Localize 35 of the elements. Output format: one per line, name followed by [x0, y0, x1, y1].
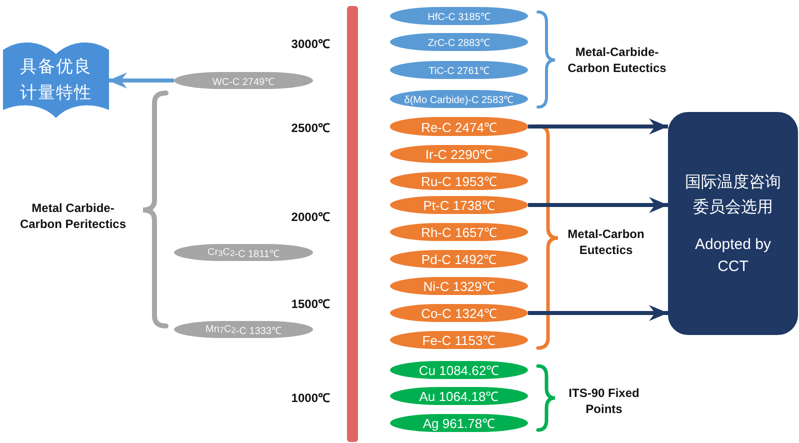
group-label: Metal-Carbon Eutectics — [566, 226, 646, 258]
group-label: Metal-Carbide-Carbon Eutectics — [566, 44, 668, 76]
temperature-pill: Au 1064.18℃ — [390, 387, 528, 405]
temperature-pill: Cu 1084.62℃ — [390, 361, 528, 379]
rounded-panel — [668, 112, 798, 335]
arrow — [108, 72, 174, 88]
arrow — [528, 118, 668, 134]
scale-label: 1500℃ — [291, 296, 330, 312]
group-label: Metal Carbide-Carbon Peritectics — [18, 200, 128, 232]
scale-label: 2000℃ — [291, 209, 330, 225]
temperature-pill: Pt-C 1738℃ — [390, 196, 528, 214]
temperature-pill: Co-C 1324℃ — [390, 304, 528, 322]
book-label: 具备优良计量特性 — [20, 56, 92, 104]
arrow — [528, 305, 668, 321]
temperature-pill: Ru-C 1953℃ — [390, 172, 528, 190]
arrow — [528, 197, 668, 213]
open-book-shape — [3, 42, 109, 118]
scale-label: 2500℃ — [291, 120, 330, 136]
temperature-pill: TiC-C 2761℃ — [390, 61, 528, 79]
temperature-pill: Ag 961.78℃ — [390, 414, 528, 432]
temperature-pill: HfC-C 3185℃ — [390, 7, 528, 25]
temperature-pill: WC-C 2749℃ — [174, 72, 313, 89]
temperature-pill: Pd-C 1492℃ — [390, 250, 528, 268]
panel-heading: 国际温度咨询委员会选用 — [684, 172, 782, 218]
scale-label: 3000℃ — [291, 36, 330, 52]
temperature-pill: Rh-C 1657℃ — [390, 223, 528, 241]
panel-text: Adopted by CCT — [694, 234, 772, 276]
temperature-pill: Ir-C 2290℃ — [390, 145, 528, 163]
temperature-pill: δ(Mo Carbide)-C 2583℃ — [390, 90, 528, 108]
temperature-pill: Re-C 2474℃ — [390, 117, 528, 136]
group-label: ITS-90 Fixed Points — [568, 385, 640, 417]
scale-label: 1000℃ — [291, 390, 330, 406]
temperature-pill: ZrC-C 2883℃ — [390, 33, 528, 51]
temperature-pill: Fe-C 1153℃ — [390, 331, 528, 349]
temperature-pill: Ni-C 1329℃ — [390, 277, 528, 295]
